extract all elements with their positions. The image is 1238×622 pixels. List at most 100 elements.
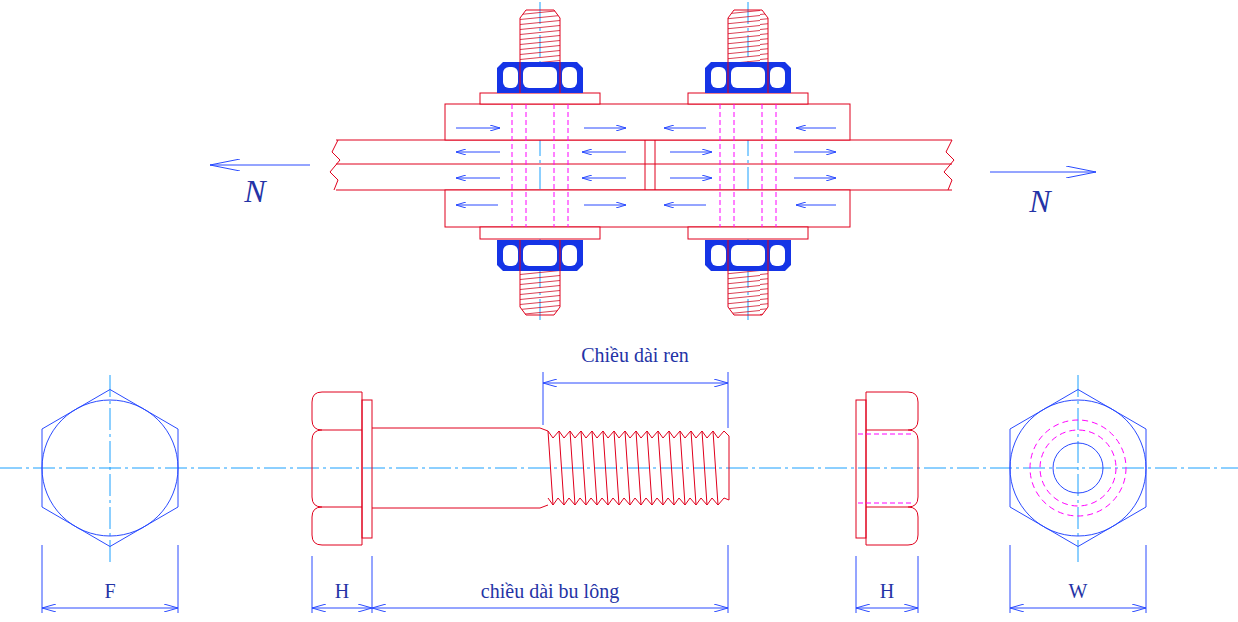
nut (731, 245, 765, 266)
dimension-label: chiều dài bu lông (479, 580, 621, 602)
extension-line (312, 556, 313, 613)
nut-top-view (1053, 443, 1103, 493)
nut (711, 245, 726, 266)
nut (705, 62, 791, 271)
dimension-line (42, 608, 178, 609)
nut (520, 62, 521, 93)
cover-plate (445, 104, 850, 140)
nut-side-view (866, 392, 918, 545)
bolt-side-view (312, 392, 362, 545)
dimension-label: H (333, 580, 351, 602)
nut-top-view (1040, 430, 1116, 506)
dimension-line (312, 608, 372, 609)
bolt-head-top-view (42, 400, 178, 536)
cover-plate (445, 190, 850, 227)
nut (705, 240, 791, 271)
dimension-label: H (878, 580, 896, 602)
main-plate (330, 140, 954, 190)
force-arrow (456, 152, 500, 153)
force-arrow (456, 128, 836, 205)
nut-side-view (856, 392, 918, 545)
nut (731, 67, 765, 88)
cover-plate (688, 227, 808, 239)
bolt-thread (728, 271, 768, 315)
dimension-line (856, 608, 918, 609)
force-arrow (796, 128, 836, 129)
bolt-hole (734, 104, 735, 227)
dimension-line (1010, 608, 1146, 609)
nut-top-view (1010, 390, 1146, 547)
force-arrow (670, 152, 712, 153)
force-arrow (456, 128, 500, 129)
extension-line (918, 556, 919, 613)
nut (768, 240, 769, 271)
nut (728, 62, 729, 93)
centerline (0, 2, 1238, 562)
nut (503, 245, 518, 266)
extension-line (728, 372, 729, 428)
bolt-hole (762, 104, 763, 227)
extension-line (728, 545, 729, 613)
force-arrow (584, 205, 626, 206)
force-arrow (664, 128, 706, 129)
nut (728, 240, 729, 271)
cover-plate (480, 227, 600, 239)
nut-top-view (1030, 420, 1126, 516)
centerline (0, 468, 1238, 469)
nut-side-view (858, 434, 914, 435)
nut-top-view (1010, 400, 1146, 536)
nut (523, 245, 557, 266)
force-label: N (242, 174, 267, 209)
centerline (110, 375, 111, 562)
load-arrow (990, 172, 1096, 173)
dimension-line (372, 608, 728, 609)
nut (560, 240, 561, 271)
force-arrow (794, 178, 836, 179)
bolt-side-view (548, 431, 718, 505)
bolt-thread (520, 271, 560, 315)
dimension-line (42, 383, 1146, 608)
force-label: N (1027, 184, 1052, 219)
nut (520, 240, 521, 271)
force-arrow (670, 178, 712, 179)
main-plate (944, 140, 954, 190)
force-arrow (456, 205, 498, 206)
force-arrow (582, 178, 626, 179)
extension-line (856, 556, 857, 613)
nut (497, 62, 583, 271)
cover-plate (445, 93, 850, 239)
nut (497, 62, 583, 93)
bolt-hole (526, 104, 527, 227)
extension-line (1146, 545, 1147, 613)
nut (768, 62, 769, 93)
bolt-head-top-view (42, 390, 178, 547)
nut (503, 67, 518, 88)
nut (711, 67, 726, 88)
nut (523, 67, 557, 88)
dimension-line (543, 383, 728, 384)
bolt-hole (512, 104, 776, 227)
dimension-label: W (1067, 580, 1090, 602)
nut-side-view (856, 400, 866, 538)
bolt-thread (728, 10, 768, 62)
bolt-side-view (362, 400, 372, 538)
main-plate (336, 164, 952, 165)
load-arrow (210, 165, 1096, 172)
force-arrow (456, 178, 500, 179)
bolt-thread (520, 10, 560, 62)
extension-line (42, 372, 1146, 613)
bolt-side-view (312, 392, 729, 545)
centerline (1078, 375, 1079, 562)
cover-plate (480, 93, 600, 104)
nut (770, 67, 785, 88)
force-arrow (582, 152, 626, 153)
nut-side-view (858, 503, 914, 504)
cover-plate (688, 93, 808, 104)
bolt-hole (720, 104, 721, 227)
extension-line (178, 545, 179, 613)
dimension-label: Chiều dài ren (579, 344, 691, 366)
extension-line (42, 545, 43, 613)
nut (562, 245, 577, 266)
bolt-hole (512, 104, 513, 227)
